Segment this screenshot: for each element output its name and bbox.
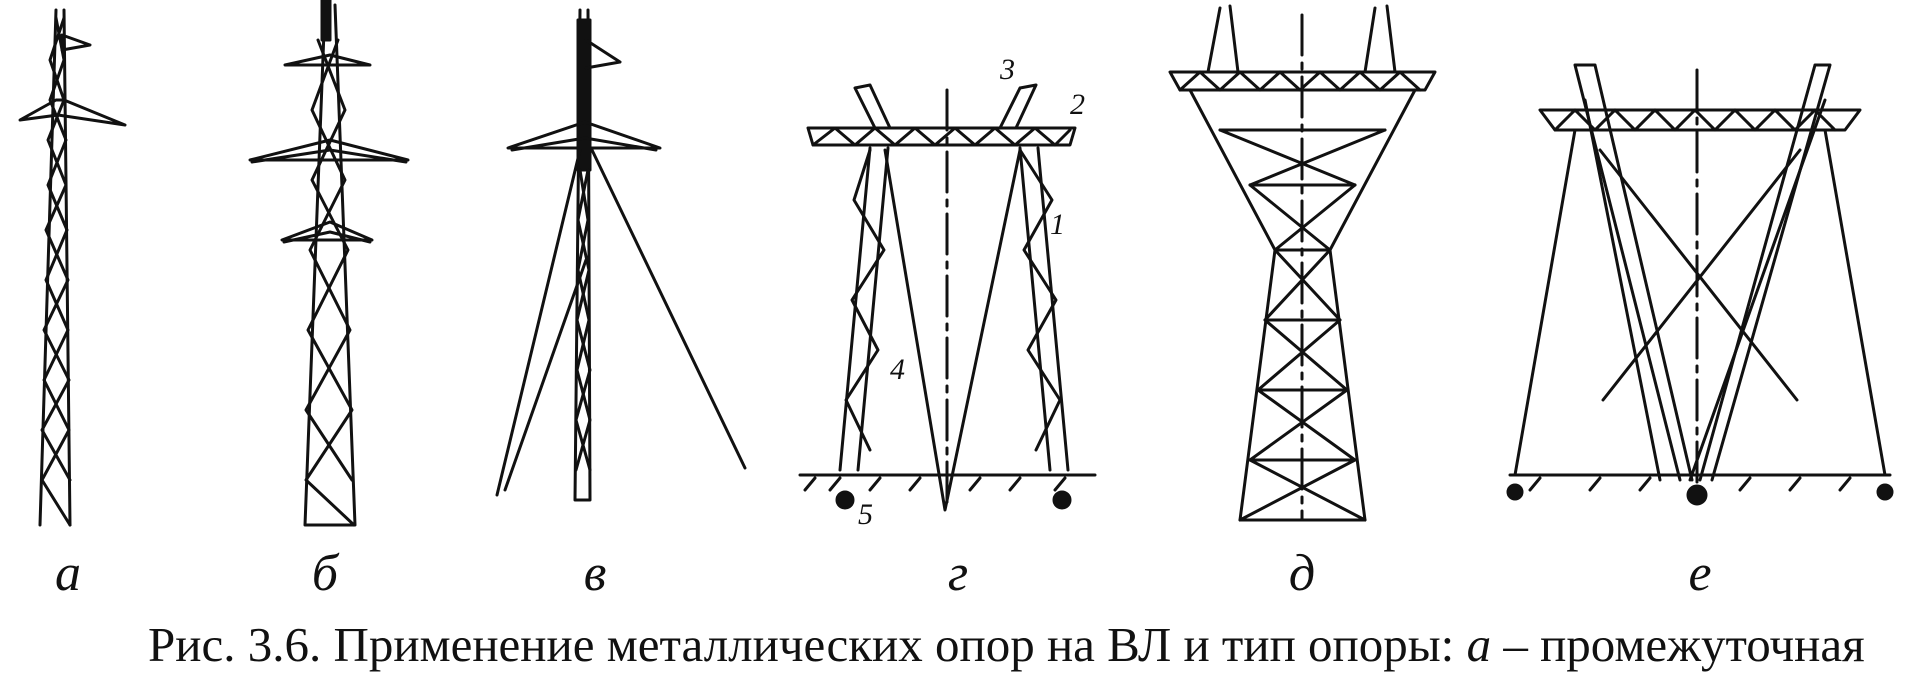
part-number-2: 2: [1070, 88, 1085, 121]
caption-prefix: Рис. 3.6. Применение металлических опор …: [148, 617, 1467, 672]
tower-e: [1506, 63, 1894, 506]
tower-a: [18, 8, 127, 527]
letter-g: г: [947, 545, 969, 602]
part-number-3: 3: [1000, 53, 1015, 86]
caption-item-letter: а: [1466, 617, 1492, 672]
tower-d: [1168, 4, 1437, 522]
part-number-4: 4: [890, 353, 905, 386]
letter-a: а: [55, 545, 81, 602]
tower-c: [495, 8, 747, 502]
figure-caption: Рис. 3.6. Применение металлических опор …: [148, 620, 1865, 669]
tower-b: [248, 0, 410, 527]
letter-d: д: [1288, 545, 1316, 602]
part-number-5: 5: [858, 498, 873, 531]
letter-e: е: [1688, 545, 1712, 602]
part-number-1: 1: [1050, 208, 1065, 241]
caption-suffix: – промежуточная: [1491, 617, 1865, 672]
tower-g: [798, 83, 1097, 512]
letter-b: б: [311, 545, 339, 602]
letter-c: в: [583, 545, 607, 602]
